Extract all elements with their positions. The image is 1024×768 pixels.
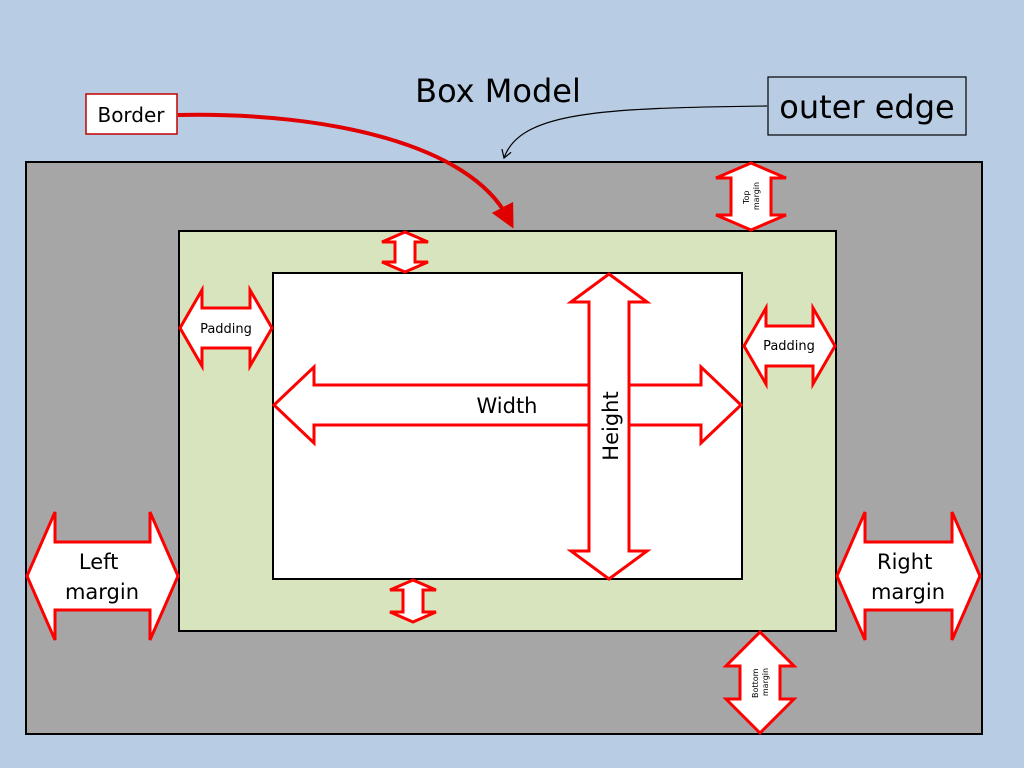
outer-edge-callout: outer edge xyxy=(767,76,967,136)
outer-edge-callout-box xyxy=(767,76,967,136)
right-margin-label: Right margin xyxy=(871,550,945,604)
top-margin-label-line1: Top xyxy=(742,191,751,206)
top-margin-label: Top margin xyxy=(742,182,761,210)
right-margin-label-line2: margin xyxy=(871,580,945,604)
right-margin-arrow xyxy=(835,511,982,641)
border-pointer-arrow xyxy=(177,112,514,229)
bottom-margin-label-line2: margin xyxy=(761,668,770,696)
bottom-padding-arrow xyxy=(389,578,437,624)
padding-right-label: Padding xyxy=(763,339,815,354)
top-padding-arrow xyxy=(381,230,429,274)
left-margin-label: Left margin xyxy=(65,550,139,604)
width-label: Width xyxy=(476,394,537,418)
border-callout: Border xyxy=(85,93,178,135)
top-margin-label-line2: margin xyxy=(752,182,761,210)
diagram-title: Box Model xyxy=(415,72,581,110)
outer-edge-pointer-arrow xyxy=(504,105,768,158)
arrow-layer xyxy=(25,161,982,736)
top-margin-arrow xyxy=(715,161,787,232)
left-margin-arrow xyxy=(25,511,180,641)
outer-edge-callout-label: outer edge xyxy=(779,88,954,126)
height-arrow xyxy=(566,272,652,581)
bottom-margin-arrow xyxy=(722,629,798,736)
border-callout-label: Border xyxy=(97,103,165,127)
border-callout-box xyxy=(85,93,178,135)
right-margin-label-line1: Right xyxy=(877,550,932,574)
padding-left-label: Padding xyxy=(200,322,252,337)
bottom-margin-label-line1: Bottom xyxy=(751,668,760,698)
padding-left-arrow xyxy=(178,284,274,372)
bottom-margin-label: Bottom margin xyxy=(751,666,770,698)
left-margin-label-line1: Left xyxy=(79,550,119,574)
height-label: Height xyxy=(599,391,623,460)
padding-right-arrow xyxy=(742,302,837,390)
left-margin-label-line2: margin xyxy=(65,580,139,604)
